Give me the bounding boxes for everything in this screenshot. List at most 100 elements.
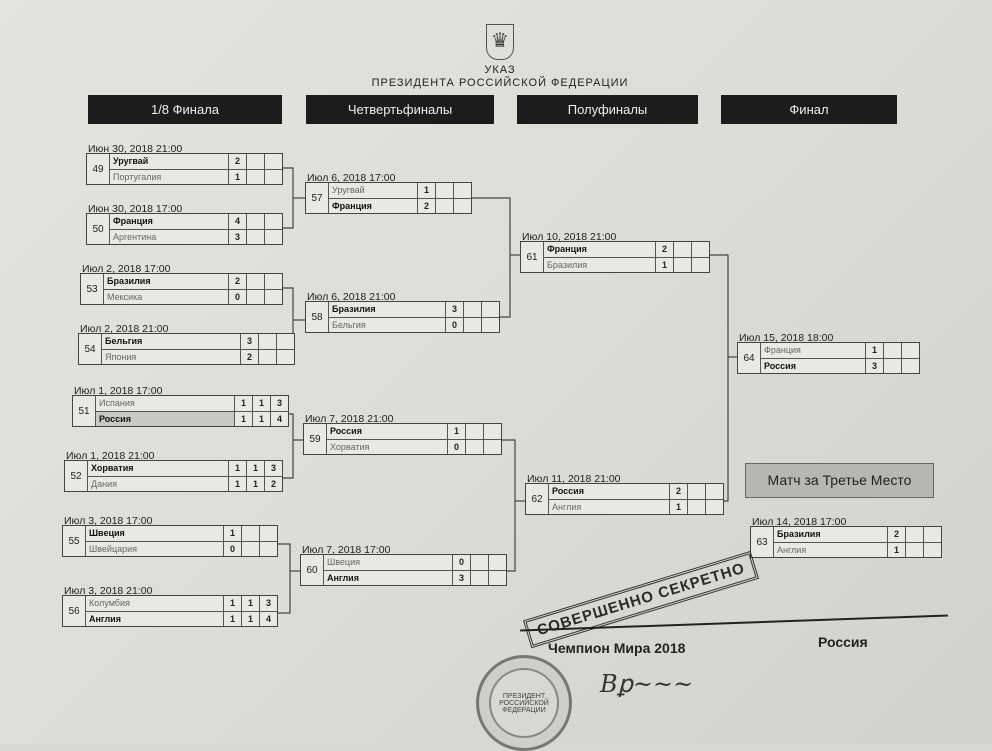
score-cell: 2 bbox=[417, 198, 435, 213]
team-name: Бельгия bbox=[105, 336, 143, 346]
team-row: Франция 2 bbox=[329, 198, 471, 213]
score-cell bbox=[463, 302, 481, 317]
score-cell: 1 bbox=[228, 461, 246, 476]
match-date: Июн 30, 2018 17:00 bbox=[88, 203, 183, 215]
match-date: Июл 7, 2018 21:00 bbox=[305, 413, 394, 425]
score-cell bbox=[264, 229, 282, 244]
score-cell bbox=[246, 214, 264, 229]
score-cell: 1 bbox=[234, 396, 252, 411]
score-cell bbox=[691, 242, 709, 257]
match-date: Июл 6, 2018 17:00 bbox=[307, 172, 396, 184]
round-header-sf: Полуфиналы bbox=[517, 95, 698, 124]
score-cell bbox=[453, 183, 471, 198]
match-number: 60 bbox=[301, 555, 324, 585]
team-name: Бразилия bbox=[107, 276, 151, 286]
score-cell: 3 bbox=[240, 334, 258, 349]
score-cell: 3 bbox=[270, 396, 288, 411]
team-name: Швейцария bbox=[89, 543, 138, 554]
score-cell: 1 bbox=[252, 411, 270, 426]
score-cell bbox=[264, 169, 282, 184]
score-cell: 1 bbox=[223, 526, 241, 541]
score-cell: 3 bbox=[259, 596, 277, 611]
match-date: Июл 3, 2018 17:00 bbox=[64, 515, 153, 527]
score-cell: 3 bbox=[865, 358, 883, 373]
team-name: Англия bbox=[89, 613, 121, 624]
team-name: Швеция bbox=[89, 528, 125, 538]
match-number: 64 bbox=[738, 343, 761, 373]
score-cell bbox=[259, 526, 277, 541]
score-cell: 0 bbox=[228, 289, 246, 304]
champion-value: Россия bbox=[818, 634, 868, 650]
score-cell: 1 bbox=[252, 396, 270, 411]
score-cell: 1 bbox=[223, 596, 241, 611]
score-cell: 2 bbox=[228, 274, 246, 289]
round-header-r16: 1/8 Финала bbox=[88, 95, 282, 124]
score-cell bbox=[901, 343, 919, 358]
match-number: 51 bbox=[73, 396, 96, 426]
score-cell bbox=[435, 198, 453, 213]
score-cell: 3 bbox=[452, 570, 470, 585]
score-cell bbox=[470, 555, 488, 570]
score-cell bbox=[673, 257, 691, 272]
team-row: Бельгия 3 bbox=[102, 334, 294, 350]
team-name: Россия bbox=[330, 426, 362, 436]
score-cell bbox=[687, 484, 705, 499]
score-cell: 2 bbox=[655, 242, 673, 257]
score-cell: 2 bbox=[228, 154, 246, 169]
match-date: Июл 11, 2018 21:00 bbox=[527, 473, 621, 485]
score-cell bbox=[705, 484, 723, 499]
team-name: Испания bbox=[99, 398, 135, 408]
round-header-final: Финал bbox=[721, 95, 897, 124]
team-name: Россия bbox=[96, 411, 234, 426]
match-date: Июл 15, 2018 18:00 bbox=[739, 332, 834, 344]
score-cell bbox=[258, 334, 276, 349]
score-cell: 1 bbox=[223, 611, 241, 626]
match-date: Июл 3, 2018 21:00 bbox=[64, 585, 153, 597]
score-cell bbox=[259, 541, 277, 556]
score-cell bbox=[264, 274, 282, 289]
score-cell: 2 bbox=[669, 484, 687, 499]
team-name: Франция bbox=[332, 200, 372, 211]
score-cell: 4 bbox=[270, 411, 288, 426]
score-cell bbox=[246, 289, 264, 304]
score-cell bbox=[241, 526, 259, 541]
score-cell: 4 bbox=[259, 611, 277, 626]
match-number: 53 bbox=[81, 274, 104, 304]
team-row: Франция 1 bbox=[761, 343, 919, 359]
team-row: Бельгия 0 bbox=[329, 317, 499, 332]
score-cell: 3 bbox=[445, 302, 463, 317]
score-cell: 0 bbox=[445, 317, 463, 332]
team-name: Франция bbox=[764, 345, 801, 355]
score-cell: 1 bbox=[865, 343, 883, 358]
score-cell bbox=[246, 154, 264, 169]
score-cell bbox=[705, 499, 723, 514]
team-row: Швеция 1 bbox=[86, 526, 277, 542]
score-cell: 1 bbox=[228, 169, 246, 184]
score-cell bbox=[264, 214, 282, 229]
match-date: Июл 1, 2018 21:00 bbox=[66, 450, 155, 462]
score-cell bbox=[258, 349, 276, 364]
match-date: Июл 7, 2018 17:00 bbox=[302, 544, 391, 556]
match-date: Июл 2, 2018 17:00 bbox=[82, 263, 171, 275]
score-cell: 3 bbox=[228, 229, 246, 244]
team-name: Бельгия bbox=[332, 319, 366, 330]
